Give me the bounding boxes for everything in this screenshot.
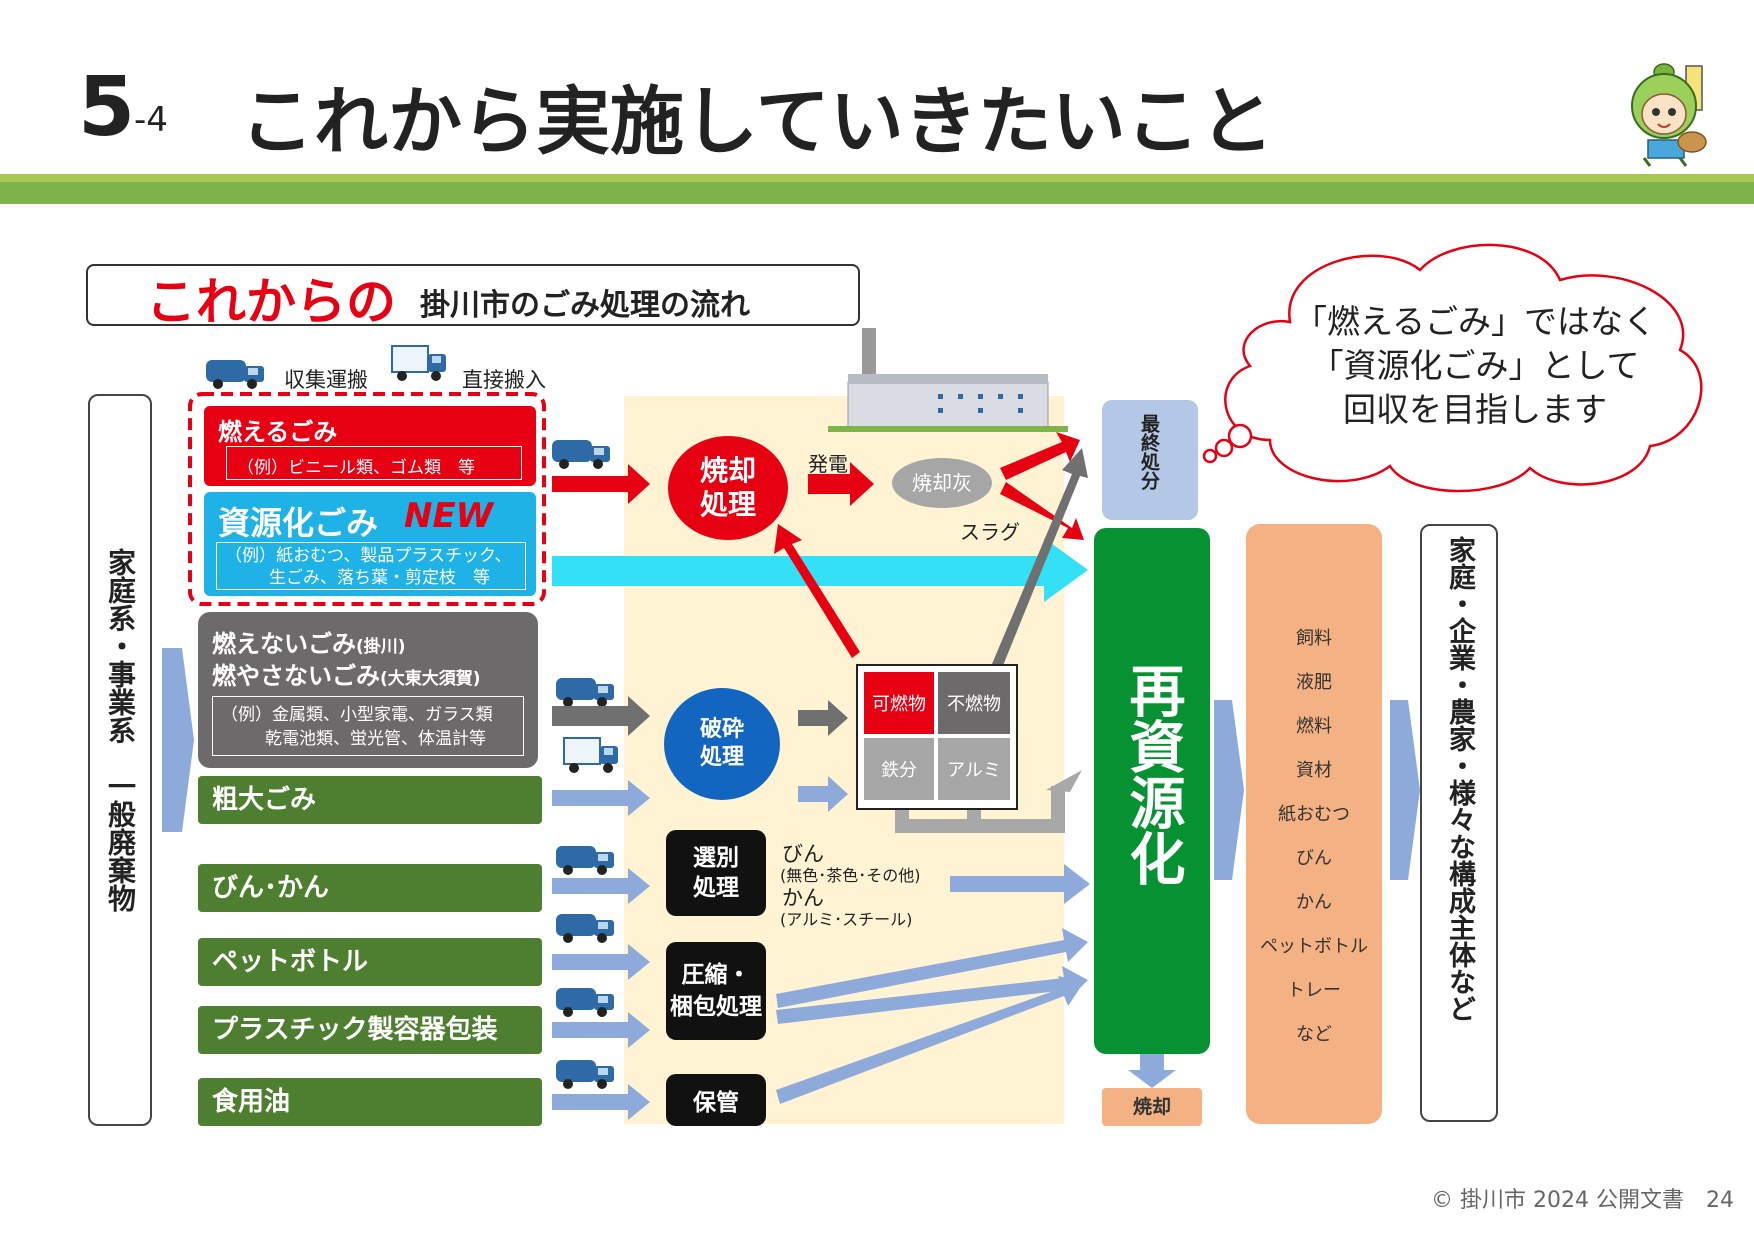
incineration-box: 焼却 bbox=[1102, 1088, 1202, 1126]
legend-direct-label: 直接搬入 bbox=[462, 368, 546, 392]
page-title: これから実施していきたいこと bbox=[240, 79, 1274, 165]
new-badge: NEW bbox=[404, 496, 494, 536]
nonburnable-example: （例）金属類、小型家電、ガラス類 乾電池類、蛍光管、体温計等 bbox=[212, 696, 524, 756]
factory-icon bbox=[828, 328, 1068, 432]
flow-title-box bbox=[86, 264, 860, 326]
category-burnable: 燃えるごみ （例）ビニール類、ゴム類 等 bbox=[204, 406, 536, 486]
left-source-label: 家庭系・事業系 一般廃棄物 bbox=[104, 548, 137, 912]
use-item: かん bbox=[1296, 892, 1332, 913]
split-iron: 鉄分 bbox=[864, 738, 934, 800]
cans-note: (アルミ･スチール) bbox=[780, 910, 913, 929]
left-source-frame bbox=[88, 394, 152, 1126]
mascot-icon bbox=[1631, 63, 1707, 167]
thought-cloud bbox=[1202, 243, 1703, 493]
use-item: 燃料 bbox=[1296, 716, 1332, 737]
footer-copyright: © 掛川市 2024 公開文書 24 bbox=[1431, 1188, 1734, 1213]
category-bulky: 粗大ごみ bbox=[198, 776, 542, 824]
right-destination-label: 家庭・企業・農家・様々な構成主体など bbox=[1444, 536, 1475, 1022]
use-item: 飼料 bbox=[1296, 628, 1332, 649]
right-destination-frame bbox=[1420, 524, 1498, 1122]
resource-arrow bbox=[552, 538, 1088, 602]
process-compression: 圧縮・ 梱包処理 bbox=[666, 942, 766, 1040]
ash-node: 焼却灰 bbox=[892, 458, 992, 508]
nonburnable-label-2: 燃やさないごみ(大東大須賀) bbox=[212, 662, 481, 690]
final-disposal-box: 最終処分 bbox=[1102, 400, 1198, 520]
section-subnumber: -4 bbox=[134, 100, 168, 140]
process-storage: 保管 bbox=[666, 1074, 766, 1126]
crushed-split-grid: 可燃物 不燃物 鉄分 アルミ bbox=[856, 664, 1018, 810]
resource-label: 資源化ごみ bbox=[218, 504, 379, 542]
use-item: 紙おむつ bbox=[1278, 804, 1350, 825]
use-item: 液肥 bbox=[1296, 672, 1332, 693]
use-item: びん bbox=[1296, 848, 1332, 869]
recycling-label: 再資源化 bbox=[1120, 662, 1185, 886]
final-disposal-label: 最終処分 bbox=[1138, 414, 1160, 490]
flow-title: 掛川市のごみ処理の流れ bbox=[420, 288, 750, 323]
split-burnable: 可燃物 bbox=[864, 672, 934, 734]
burnable-example: （例）ビニール類、ゴム類 等 bbox=[226, 446, 522, 480]
category-cooking-oil: 食用油 bbox=[198, 1078, 542, 1126]
bottles-label: びん bbox=[782, 842, 824, 866]
new-policy-dashed-frame bbox=[188, 392, 546, 606]
use-item: ペットボトル bbox=[1260, 936, 1368, 957]
use-item: 資材 bbox=[1296, 760, 1332, 781]
category-plastic-packaging: プラスチック製容器包装 bbox=[198, 1006, 542, 1054]
header-band-light bbox=[0, 174, 1754, 182]
split-aluminum: アルミ bbox=[938, 738, 1010, 800]
cloud-message: 「燃えるごみ」ではなく 「資源化ごみ」として 回収を目指します bbox=[1293, 302, 1656, 429]
use-item: トレー bbox=[1287, 980, 1341, 1001]
category-pet-bottles: ペットボトル bbox=[198, 938, 542, 986]
process-incineration: 焼却処理 bbox=[668, 436, 788, 540]
legend-collection-label: 収集運搬 bbox=[284, 368, 368, 392]
process-crushing: 破砕処理 bbox=[664, 688, 780, 800]
nonburnable-label-1: 燃えないごみ(掛川) bbox=[212, 630, 406, 658]
recycling-box: 再資源化 bbox=[1094, 528, 1210, 1054]
direct-delivery-truck-icon bbox=[391, 345, 447, 382]
section-number: 5 bbox=[78, 60, 136, 155]
flow-title-emphasis: これからの bbox=[146, 273, 396, 331]
uses-column: 飼料 液肥 燃料 資材 紙おむつ びん かん ペットボトル トレー など bbox=[1246, 524, 1382, 1124]
header-band-dark bbox=[0, 182, 1754, 204]
slag-label: スラグ bbox=[960, 520, 1020, 544]
power-label: 発電 bbox=[808, 452, 848, 476]
split-nonburnable: 不燃物 bbox=[938, 672, 1010, 734]
collection-truck-icon bbox=[206, 360, 264, 389]
burnable-label: 燃えるごみ bbox=[218, 418, 338, 446]
bottles-note: (無色･茶色･その他) bbox=[780, 866, 921, 885]
process-sorting: 選別処理 bbox=[666, 830, 766, 916]
category-nonburnable: 燃えないごみ(掛川) 燃やさないごみ(大東大須賀) （例）金属類、小型家電、ガラ… bbox=[198, 612, 538, 768]
category-resource: 資源化ごみ NEW （例）紙おむつ、製品プラスチック、 生ごみ、落ち葉・剪定枝 … bbox=[204, 492, 536, 596]
use-item: など bbox=[1296, 1024, 1332, 1045]
cans-label: かん bbox=[782, 886, 824, 910]
category-bottles-cans: びん･かん bbox=[198, 864, 542, 912]
resource-example: （例）紙おむつ、製品プラスチック、 生ごみ、落ち葉・剪定枝 等 bbox=[216, 542, 526, 590]
